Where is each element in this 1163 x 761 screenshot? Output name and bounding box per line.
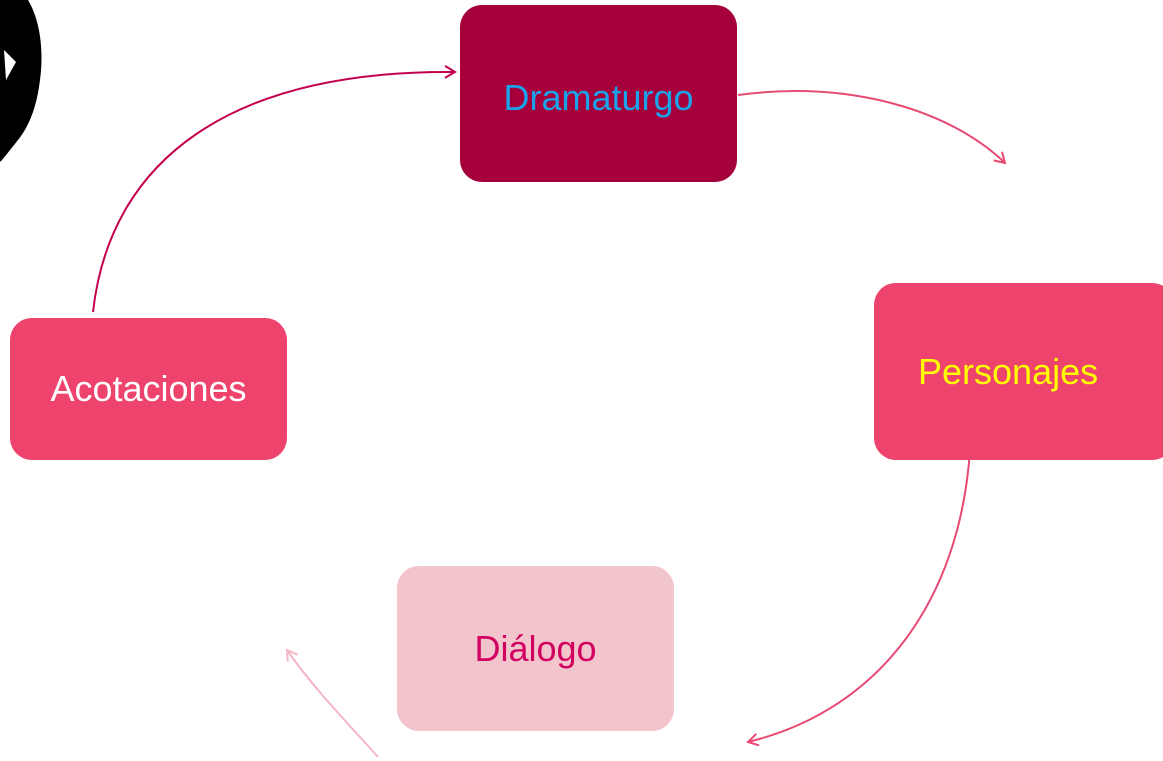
decorative-black-shape	[0, 0, 42, 162]
node-dramaturgo: Dramaturgo	[460, 5, 737, 182]
node-dialogo-label: Diálogo	[474, 627, 597, 669]
node-personajes: Personajes	[874, 283, 1163, 460]
arrow-dramaturgo-to-personajes	[737, 90, 1007, 165]
arrow-personajes-to-dialogo	[746, 449, 971, 747]
node-acotaciones: Acotaciones	[10, 318, 287, 460]
node-dialogo: Diálogo	[397, 566, 674, 731]
node-dramaturgo-label: Dramaturgo	[503, 77, 694, 118]
arrow-dialogo-to-acotaciones	[285, 648, 379, 758]
node-personajes-label: Personajes	[918, 350, 1099, 392]
node-acotaciones-label: Acotaciones	[50, 368, 247, 409]
arrow-acotaciones-to-dramaturgo	[92, 65, 457, 313]
